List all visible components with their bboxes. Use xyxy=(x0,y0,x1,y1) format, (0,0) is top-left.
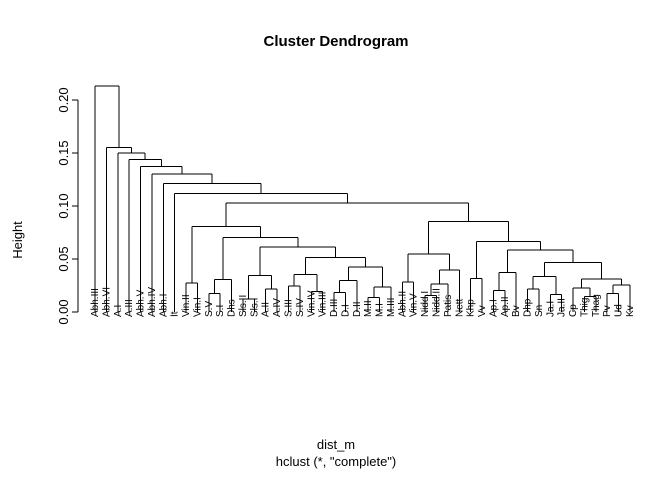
leaf-label-30: Nidd.II xyxy=(431,288,442,317)
leaf-label-40: Ja.I xyxy=(545,301,556,317)
leaf-label-9: Vin.I xyxy=(192,297,203,317)
leaf-label-28: Vin.V xyxy=(409,293,420,317)
y-tick-label-0: 0.00 xyxy=(56,299,71,324)
leaf-label-33: Khp xyxy=(466,299,477,317)
leaf-label-37: Bv xyxy=(511,305,522,317)
leaf-label-32: Nett xyxy=(454,298,465,317)
leaf-label-0: Abh.III xyxy=(90,288,101,317)
leaf-label-14: Sls.I xyxy=(249,298,260,317)
y-axis-title: Height xyxy=(10,221,25,259)
leaf-label-39: Sn xyxy=(534,305,545,317)
leaf-label-6: Abh.I xyxy=(158,294,169,317)
leaf-label-2: A.I xyxy=(113,305,124,317)
y-tick-label-1: 0.05 xyxy=(56,246,71,271)
leaf-label-20: Vin.III xyxy=(318,292,329,317)
leaf-label-25: M.I xyxy=(375,303,386,317)
y-tick-label-4: 0.20 xyxy=(56,87,71,112)
leaf-label-17: S.III xyxy=(284,299,295,317)
leaf-label-41: Ja.II xyxy=(557,298,568,317)
leaf-label-36: Ap.II xyxy=(500,296,511,317)
leaf-label-1: Abh.VI xyxy=(101,287,112,317)
leaf-label-22: D.I xyxy=(340,304,351,317)
chart-title: Cluster Dendrogram xyxy=(263,33,408,50)
leaf-label-35: Ap.I xyxy=(488,299,499,317)
y-tick-label-3: 0.15 xyxy=(56,140,71,165)
leaf-label-43: Thig xyxy=(579,298,590,317)
leaf-label-16: A.IV xyxy=(272,298,283,317)
leaf-label-27: Abh.II xyxy=(397,291,408,317)
x-axis-sublabel: hclust (*, "complete") xyxy=(276,454,397,469)
leaf-label-12: Dhs xyxy=(227,299,238,317)
leaf-label-19: Vin.IV xyxy=(306,290,317,317)
leaf-label-13: Sls.II xyxy=(238,295,249,317)
leaf-label-8: Vin.II xyxy=(181,294,192,317)
leaf-label-5: Abh.IV xyxy=(147,287,158,317)
leaf-label-3: A.III xyxy=(124,299,135,317)
leaf-label-38: Dhp xyxy=(523,298,534,317)
leaf-label-11: S.I xyxy=(215,305,226,317)
leaf-label-45: Pv xyxy=(602,305,613,317)
leaf-label-21: D.III xyxy=(329,299,340,317)
leaf-label-15: A.II xyxy=(261,302,272,317)
leaf-label-31: Patis xyxy=(443,295,454,317)
leaf-label-34: Vv xyxy=(477,305,488,317)
leaf-label-7: It xyxy=(170,311,181,317)
leaf-label-26: M.III xyxy=(386,298,397,317)
leaf-label-44: Thag xyxy=(591,294,602,317)
leaf-label-29: Nidd.I xyxy=(420,291,431,317)
y-tick-label-2: 0.10 xyxy=(56,193,71,218)
leaf-label-23: D.II xyxy=(352,301,363,317)
leaf-label-10: S.V xyxy=(204,301,215,317)
leaf-label-24: M.II xyxy=(363,300,374,317)
leaf-label-18: S.IV xyxy=(295,298,306,317)
x-axis-label: dist_m xyxy=(317,437,355,452)
leaf-label-4: Abh.V xyxy=(136,289,147,317)
leaf-label-46: Ud xyxy=(614,304,625,317)
leaf-label-42: Cp xyxy=(568,304,579,317)
leaf-label-47: Kv xyxy=(625,305,636,317)
